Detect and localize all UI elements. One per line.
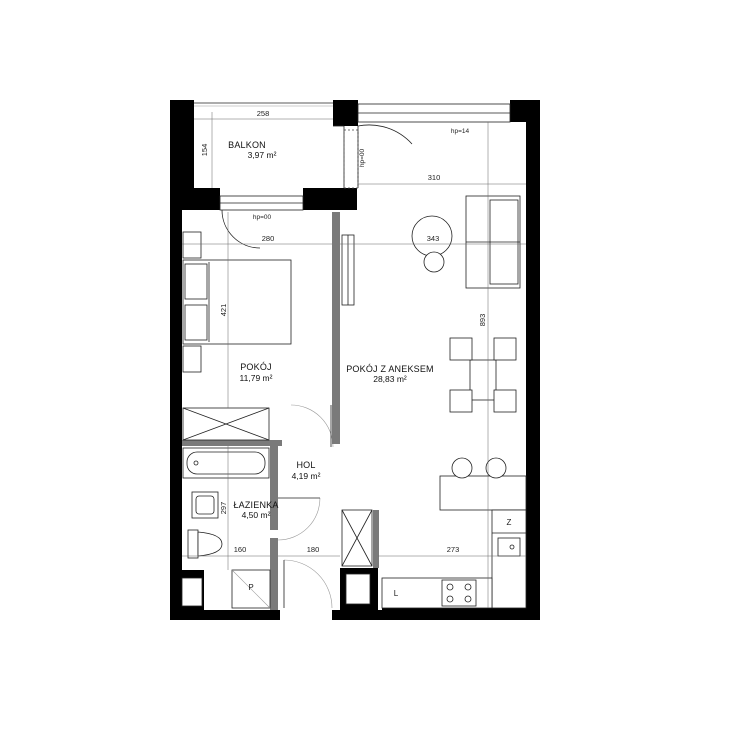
- hallway-wardrobe: [341, 509, 373, 567]
- room-name-pokoj: POKÓJ: [240, 362, 272, 372]
- room-area-hol: 4,19 m²: [292, 471, 321, 481]
- dim-balkon-depth: 154: [200, 144, 209, 157]
- fridge-symbol: Z: [507, 518, 512, 527]
- nightstands: [182, 231, 202, 373]
- bathtub: [182, 447, 270, 479]
- dim-balkon-width: 258: [257, 109, 270, 118]
- room-area-aneks: 28,83 m²: [373, 374, 407, 384]
- windows: [219, 103, 511, 211]
- bathroom-sink: [191, 491, 219, 519]
- room-area-balkon: 3,97 m²: [248, 150, 277, 160]
- sofa: [465, 195, 521, 289]
- dishwasher-symbol: L: [394, 589, 399, 598]
- dimension-lines: [182, 112, 526, 608]
- height-window-aneks: hp=14: [451, 128, 470, 135]
- room-name-balkon: BALKON: [228, 140, 266, 150]
- height-door-balkon: hp=00: [359, 148, 366, 167]
- dim-bottom-hol: 180: [307, 545, 320, 554]
- exterior-walls: [170, 100, 540, 620]
- room-name-lazienka: ŁAZIENKA: [233, 500, 278, 510]
- washing-machine: [231, 569, 271, 609]
- bed: [182, 259, 292, 345]
- dim-pokoj-depth: 421: [219, 304, 228, 317]
- dim-aneks-width: 343: [427, 234, 440, 243]
- dim-bottom-lazienka: 160: [234, 545, 247, 554]
- toilet: [187, 529, 223, 559]
- dim-aneks-depth: 893: [478, 314, 487, 327]
- room-area-lazienka: 4,50 m²: [242, 510, 271, 520]
- dim-window-aneks: 310: [428, 173, 441, 182]
- coffee-table: [411, 215, 453, 273]
- interior-walls: [170, 212, 379, 610]
- dim-lazienka-depth: 297: [219, 502, 228, 515]
- dim-pokoj-width: 280: [262, 234, 275, 243]
- dining-table: [449, 337, 517, 413]
- kitchen-bar: [439, 457, 527, 511]
- wardrobe-hatch-pokoj: [182, 407, 270, 441]
- height-window-pokoj: hp=00: [253, 214, 272, 221]
- tv-cabinet: [341, 234, 355, 306]
- kitchen-counter: [381, 509, 527, 609]
- room-name-hol: HOL: [296, 460, 315, 470]
- room-name-aneks: POKÓJ Z ANEKSEM: [346, 364, 434, 374]
- washing-machine-symbol: P: [248, 583, 253, 592]
- dim-bottom-aneks: 273: [447, 545, 460, 554]
- room-area-pokoj: 11,79 m²: [240, 373, 273, 383]
